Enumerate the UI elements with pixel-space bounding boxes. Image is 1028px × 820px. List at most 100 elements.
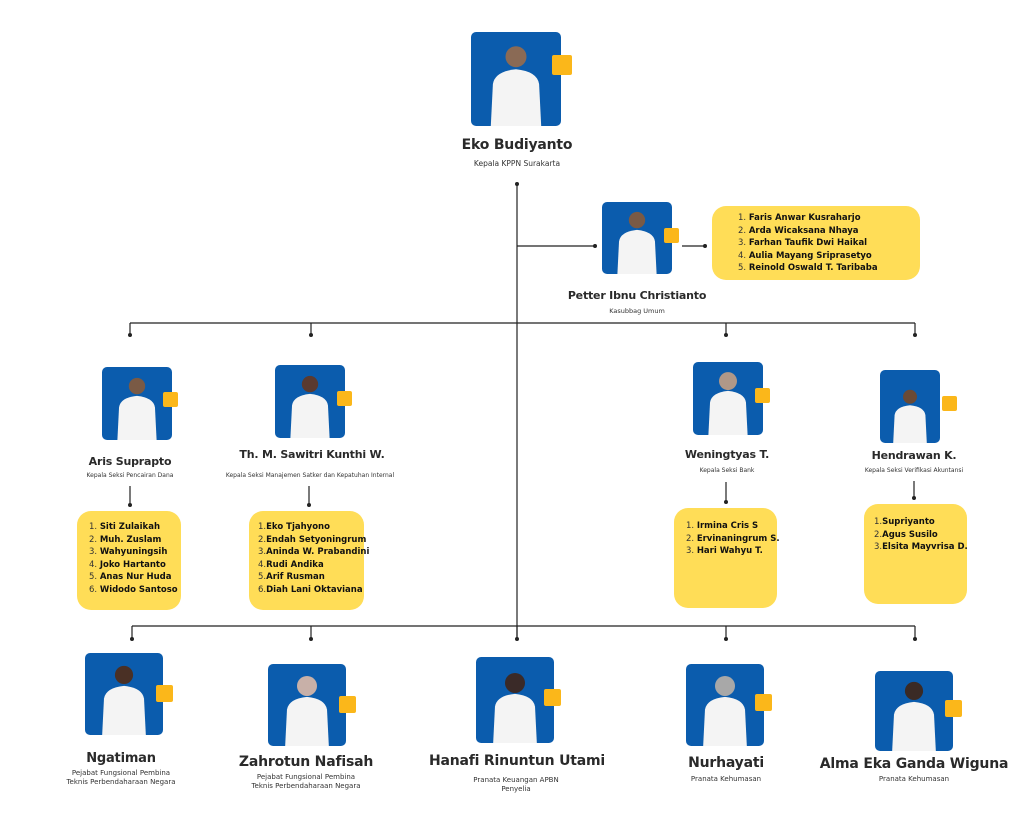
staff-item: 3.Aninda W. Prabandini	[258, 546, 369, 559]
person-silhouette-icon	[493, 672, 537, 743]
staff-number: 1.	[738, 213, 749, 223]
accent-square	[755, 388, 770, 403]
connector-dot	[703, 244, 707, 248]
staff-number: 5.	[258, 572, 267, 582]
name-functional: Hanafi Rinuntun Utami	[428, 753, 606, 769]
person-silhouette-icon	[892, 681, 936, 751]
staff-item: 6. Widodo Santoso	[89, 584, 181, 597]
photo-section	[102, 367, 172, 440]
staff-number: 2.	[258, 534, 267, 545]
staff-name: Aninda W. Prabandini	[266, 547, 370, 557]
staff-name: Anas Nur Huda	[99, 572, 172, 582]
role-functional: Pranata Kehumasan	[690, 775, 762, 783]
staff-number: 1.	[874, 517, 883, 527]
name-section: Aris Suprapto	[88, 455, 172, 468]
staff-number: 2.	[874, 529, 883, 540]
staff-item: 6.Diah Lani Oktaviana	[258, 584, 364, 597]
staff-item: 1. Faris Anwar Kusraharjo	[738, 212, 920, 225]
staff-number: 5.	[89, 572, 100, 582]
staff-name: Elsita Mayvrisa D.	[882, 542, 968, 552]
connector-dot	[309, 333, 313, 337]
staff-number: 5.	[738, 263, 749, 273]
staff-item: 1. Siti Zulaikah	[89, 521, 181, 534]
accent-square	[544, 689, 561, 706]
staff-item: 3. Farhan Taufik Dwi Haikal	[738, 237, 920, 250]
staff-name: Arda Wicaksana Nhaya	[748, 225, 859, 236]
photo-section	[693, 362, 763, 435]
staff-item: 2. Muh. Zuslam	[89, 534, 181, 547]
staff-number: 4.	[738, 250, 749, 261]
staff-name: Hari Wahyu T.	[696, 546, 763, 556]
connector-dot	[724, 637, 728, 641]
name-functional: Ngatiman	[86, 751, 156, 766]
connector-dot	[307, 503, 311, 507]
role-section: Kepala Seksi Verifikasi Akuntansi	[864, 467, 964, 474]
staff-name: Ervinaningrum S.	[696, 533, 780, 544]
staff-number: 2.	[89, 534, 100, 545]
role-section: Kepala Seksi Bank	[699, 467, 755, 474]
person-silhouette-icon	[703, 675, 747, 746]
photo-functional	[85, 653, 163, 735]
person-silhouette-icon	[290, 375, 330, 438]
staff-name: Aulia Mayang Sriprasetyo	[748, 250, 872, 261]
connector-dot	[128, 333, 132, 337]
role-functional: Pranata Kehumasan	[878, 775, 950, 783]
accent-square	[552, 55, 572, 75]
staff-number: 1.	[258, 522, 267, 532]
connector-dot	[515, 182, 519, 186]
staff-name: Endah Setyoningrum	[266, 534, 367, 545]
person-silhouette-icon	[893, 389, 927, 443]
connector-dot	[913, 333, 917, 337]
staff-name: Rudi Andika	[266, 559, 324, 570]
photo-head	[471, 32, 561, 126]
staff-name: Siti Zulaikah	[99, 522, 161, 532]
staff-item: 1. Irmina Cris S	[686, 520, 777, 533]
photo-subbag	[602, 202, 672, 274]
role-functional: Pranata Keuangan APBN Penyelia	[473, 776, 559, 793]
staff-number: 3.	[258, 547, 267, 557]
role-functional: Pejabat Fungsional Pembina Teknis Perben…	[251, 773, 361, 790]
accent-square	[664, 228, 679, 243]
connector-dot	[724, 333, 728, 337]
staff-number: 3.	[738, 238, 749, 248]
photo-section	[880, 370, 940, 443]
person-silhouette-icon	[102, 665, 146, 735]
staff-name: Reinold Oswald T. Taribaba	[748, 263, 878, 273]
connector-dot	[913, 637, 917, 641]
staff-name: Muh. Zuslam	[99, 534, 162, 545]
staff-number: 3.	[686, 546, 697, 556]
name-head: Eko Budiyanto	[461, 137, 573, 153]
staff-name: Arif Rusman	[266, 572, 325, 582]
staff-item: 4. Joko Hartanto	[89, 559, 181, 572]
staff-item: 3. Hari Wahyu T.	[686, 545, 777, 558]
connector-dot	[515, 637, 519, 641]
staff-name: Farhan Taufik Dwi Haikal	[748, 238, 868, 248]
staff-name: Eko Tjahyono	[266, 522, 330, 532]
connector-dot	[128, 503, 132, 507]
photo-functional	[476, 657, 554, 743]
photo-section	[275, 365, 345, 438]
staff-number: 2.	[686, 533, 697, 544]
connector-dot	[593, 244, 597, 248]
staff-number: 4.	[258, 559, 267, 570]
connector-dot	[912, 496, 916, 500]
staff-name: Irmina Cris S	[696, 521, 759, 531]
name-functional: Zahrotun Nafisah	[238, 754, 374, 770]
staff-number: 4.	[89, 559, 100, 570]
connector-dot	[130, 637, 134, 641]
name-section: Th. M. Sawitri Kunthi W.	[239, 448, 385, 461]
staff-item: 2.Agus Susilo	[874, 529, 967, 542]
staff-item: 5. Reinold Oswald T. Taribaba	[738, 262, 920, 275]
staff-number: 3.	[89, 547, 100, 557]
staff-item: 3.Elsita Mayvrisa D.	[874, 541, 968, 554]
connector-dot	[309, 637, 313, 641]
staff-name: Joko Hartanto	[99, 559, 166, 570]
role-subbag: Kasubbag Umum	[609, 307, 665, 315]
staff-item: 5.Arif Rusman	[258, 571, 364, 584]
role-section: Kepala Seksi Manajemen Satker dan Kepatu…	[225, 472, 395, 479]
staff-item: 2. Ervinaningrum S.	[686, 533, 780, 546]
